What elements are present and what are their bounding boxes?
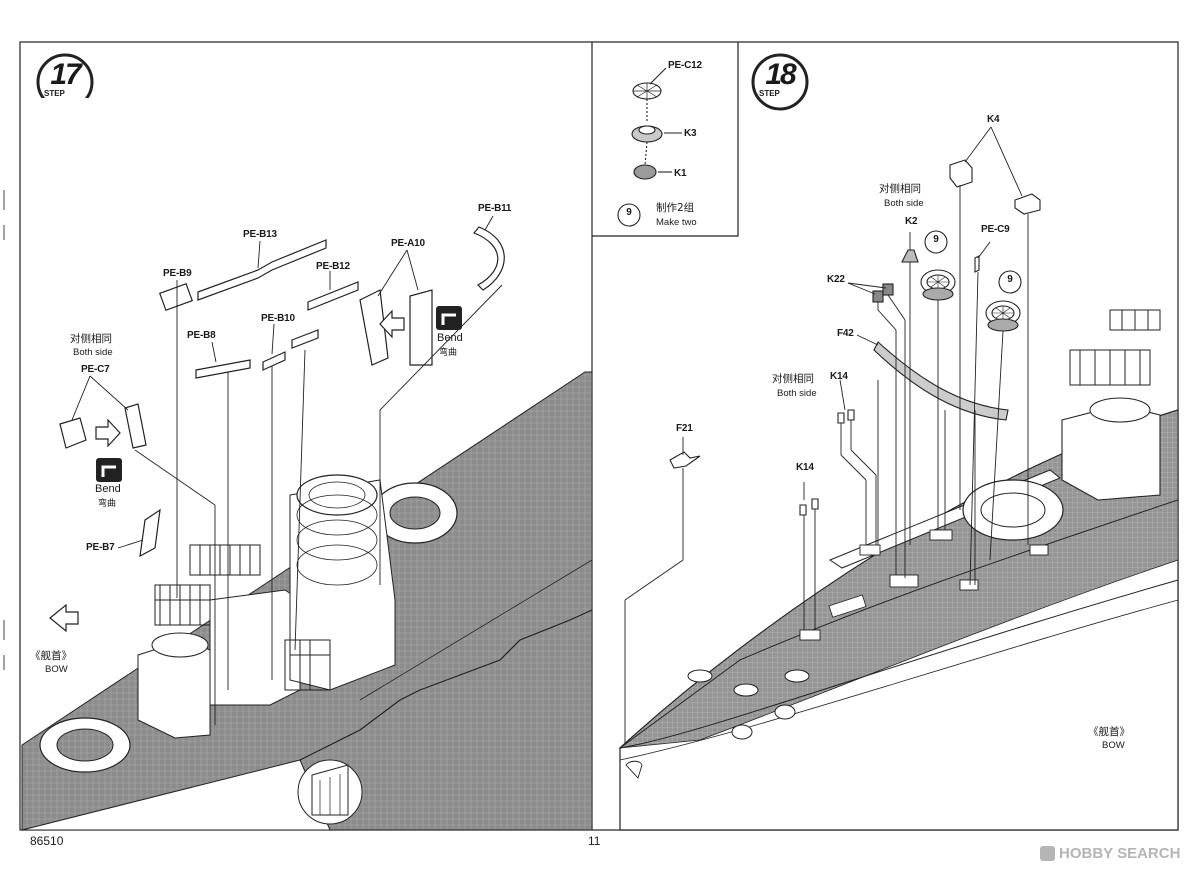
part-label-pe-c12: PE-C12 bbox=[668, 60, 702, 71]
step-18-label: STEP bbox=[759, 89, 780, 98]
bow-cn-17: 《舰首》 bbox=[30, 650, 72, 662]
bend-icons bbox=[96, 306, 462, 482]
part-label-k2: K2 bbox=[905, 216, 918, 227]
watermark-logo-icon bbox=[1040, 846, 1055, 861]
part-label-k14-b: K14 bbox=[796, 462, 814, 473]
bow-en-17: BOW bbox=[45, 664, 68, 675]
part-label-pe-b10: PE-B10 bbox=[261, 313, 295, 324]
watermark: HOBBY SEARCH bbox=[1040, 845, 1180, 862]
both-side-en-18b: Both side bbox=[777, 388, 817, 399]
part-label-k22: K22 bbox=[827, 274, 845, 285]
subassembly-badge: 9 bbox=[626, 207, 632, 218]
both-side-cn-18a: 对侧相同 bbox=[879, 183, 921, 195]
both-side-cn-18b: 对侧相同 bbox=[772, 373, 814, 385]
step-17-badge bbox=[36, 53, 94, 113]
part-label-pe-c9: PE-C9 bbox=[981, 224, 1010, 235]
step18-badge-a: 9 bbox=[933, 234, 939, 245]
step18-hull bbox=[618, 309, 1179, 831]
part-label-f21: F21 bbox=[676, 423, 693, 434]
bend-cn-c7: 弯曲 bbox=[98, 499, 117, 509]
part-label-k14-a: K14 bbox=[830, 371, 848, 382]
part-label-k4: K4 bbox=[987, 114, 1000, 125]
bend-cn-a10: 弯曲 bbox=[439, 348, 458, 358]
part-label-pe-b12: PE-B12 bbox=[316, 261, 350, 272]
bend-en-a10: Bend bbox=[437, 332, 463, 344]
step18-parts bbox=[669, 159, 1041, 516]
both-side-en-18a: Both side bbox=[884, 198, 924, 209]
part-label-pe-b8: PE-B8 bbox=[187, 330, 216, 341]
step-17-number: 17 bbox=[50, 58, 81, 91]
part-label-pe-b13: PE-B13 bbox=[243, 229, 277, 240]
step-18-badge bbox=[751, 53, 809, 111]
bow-en-18: BOW bbox=[1102, 740, 1125, 751]
watermark-text: HOBBY SEARCH bbox=[1059, 845, 1181, 862]
part-label-pe-b7: PE-B7 bbox=[86, 542, 115, 553]
bend-en-c7: Bend bbox=[95, 483, 121, 495]
part-label-pe-b9: PE-B9 bbox=[163, 268, 192, 279]
make-two-cn: 制作2组 bbox=[656, 202, 695, 214]
subassembly-parts bbox=[631, 67, 682, 180]
step17-parts bbox=[59, 226, 505, 558]
make-two-en: Make two bbox=[656, 217, 697, 228]
bow-cn-18: 《舰首》 bbox=[1088, 726, 1130, 738]
part-label-k1: K1 bbox=[674, 168, 687, 179]
part-label-pe-a10: PE-A10 bbox=[391, 238, 425, 249]
part-label-pe-c7: PE-C7 bbox=[81, 364, 110, 375]
step18-leader-lines bbox=[624, 126, 1029, 745]
page-number: 11 bbox=[588, 834, 601, 848]
step17-leader-lines bbox=[71, 215, 503, 725]
both-side-cn-17: 对侧相同 bbox=[70, 333, 112, 345]
part-label-pe-b11: PE-B11 bbox=[478, 203, 512, 214]
part-9-circles bbox=[617, 203, 1022, 294]
part-label-k3: K3 bbox=[684, 128, 697, 139]
step-17-label: STEP bbox=[44, 89, 65, 98]
both-side-en-17: Both side bbox=[73, 347, 113, 358]
step-18-number: 18 bbox=[765, 58, 796, 91]
step18-badge-b: 9 bbox=[1007, 274, 1013, 285]
step17-hull bbox=[21, 371, 593, 831]
part-label-f42: F42 bbox=[837, 328, 854, 339]
product-code: 86510 bbox=[30, 834, 64, 848]
